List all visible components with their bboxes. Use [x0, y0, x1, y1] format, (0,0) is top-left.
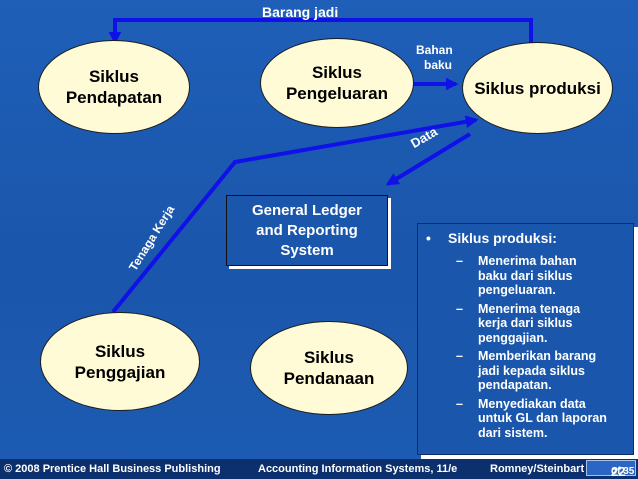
oval-label: Siklus Pendanaan: [283, 348, 375, 388]
dash: –: [456, 349, 463, 363]
page-number: 22 of 35: [586, 460, 636, 479]
oval-siklus-pengeluaran[interactable]: Siklus Pengeluaran: [260, 38, 414, 128]
footer-book-title: Accounting Information Systems, 11/e: [258, 463, 458, 475]
list-item-text: Menerima tenaga kerja dari siklus pengga…: [478, 301, 581, 345]
oval-label: Siklus Penggajian: [74, 341, 166, 382]
list-item: – Menerima bahan baku dari siklus pengelu…: [456, 254, 630, 298]
page-current: 22: [611, 464, 626, 479]
footer: © 2008 Prentice Hall Business Publishing…: [0, 459, 638, 479]
list-item: – Memberikan barang jadi kepada siklus pe…: [456, 349, 630, 393]
oval-label: Siklus Pengeluaran: [285, 63, 389, 103]
list-item: –Menyediakan data untuk GL dan laporan d…: [456, 397, 630, 441]
oval-siklus-pendapatan[interactable]: Siklus Pendapatan: [38, 40, 190, 134]
baku-label: baku: [424, 58, 453, 72]
dash: –: [456, 396, 463, 411]
list-item: –Menerima tenaga kerja dari siklus pengg…: [456, 302, 630, 346]
list-item-text: Menerima bahan baku dari siklus pengelua…: [478, 254, 577, 297]
oval-label: Siklus produksi: [474, 78, 601, 98]
bahan-label: Bahan: [416, 43, 453, 57]
barang-jadi-label: Barang jadi: [262, 4, 339, 20]
oval-siklus-pendanaan[interactable]: Siklus Pendanaan: [250, 321, 408, 415]
bullet: •: [426, 230, 431, 246]
oval-label: Siklus Pendapatan: [65, 67, 163, 107]
tenaga-kerja-arrow: [111, 115, 479, 314]
oval-siklus-penggajian[interactable]: Siklus Penggajian: [40, 312, 200, 411]
footer-authors: Romney/Steinbart: [490, 463, 585, 475]
footer-copyright: © 2008 Prentice Hall Business Publishing: [4, 463, 221, 475]
barang-jadi-arrow: [108, 18, 533, 45]
dash: –: [456, 301, 463, 316]
data-arrow: [385, 132, 472, 186]
general-ledger-box[interactable]: General Ledger and Reporting System: [226, 195, 388, 266]
note-box: •Siklus produksi: –Menerima bahan baku d…: [417, 223, 634, 455]
page-of: of 35: [611, 466, 635, 477]
note-list: –Menerima bahan baku dari siklus pengelu…: [456, 254, 630, 444]
list-item-text: Menyediakan data untuk GL dan laporan da…: [478, 396, 607, 440]
oval-siklus-produksi[interactable]: Siklus produksi: [462, 42, 613, 134]
note-title-text: Siklus produksi:: [448, 230, 557, 246]
dash: –: [456, 254, 463, 268]
list-item-text: Memberikan barang jadi kepada siklus pen…: [478, 349, 597, 392]
note-title: • Siklus produksi:: [426, 230, 557, 246]
